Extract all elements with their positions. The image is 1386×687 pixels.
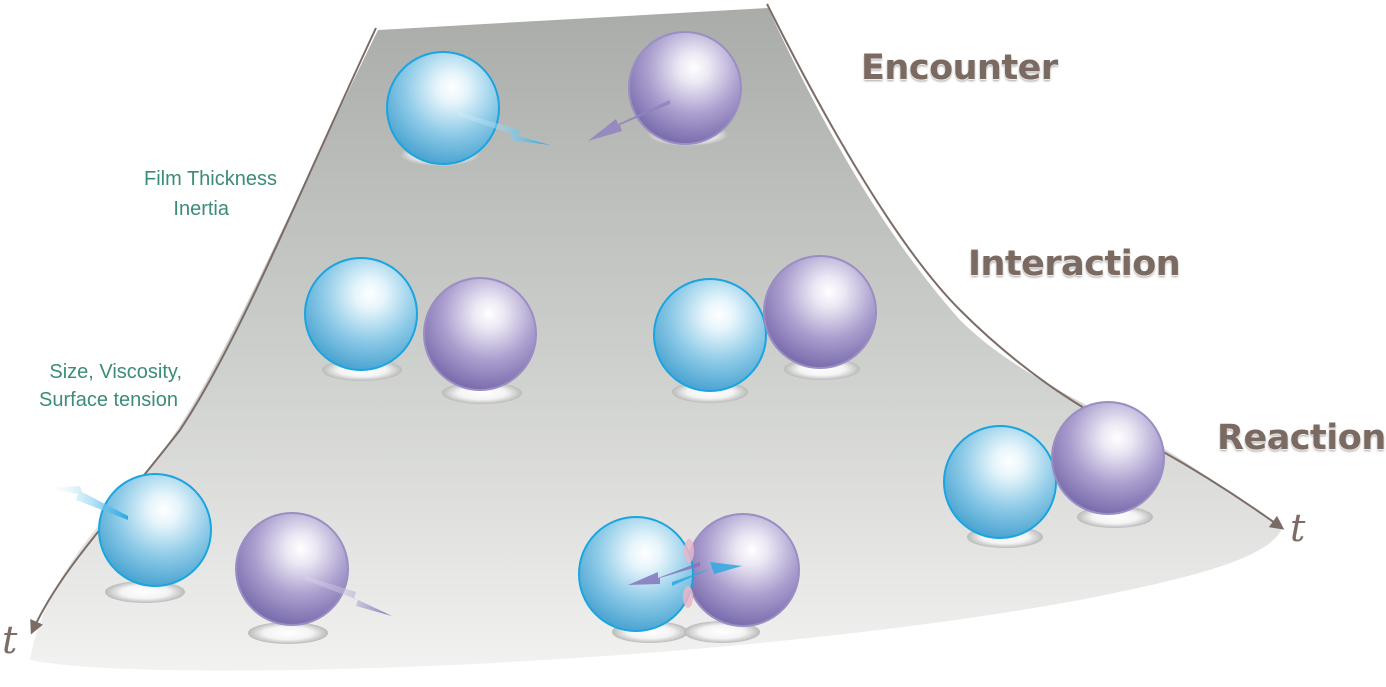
blue-droplet <box>943 425 1057 539</box>
droplet-shadow <box>105 581 185 603</box>
left-time-axis <box>30 27 377 635</box>
parameter-label-inertia: Inertia <box>173 198 229 220</box>
blue-droplet <box>653 278 767 392</box>
purple-droplet <box>763 255 877 369</box>
blue-droplet <box>386 51 500 165</box>
purple-droplet <box>235 512 349 626</box>
purple-droplet <box>1051 401 1165 515</box>
blue-droplet <box>304 257 418 371</box>
stage-label-encounter: Encounter <box>861 48 1058 88</box>
time-label-right: t <box>1290 506 1306 550</box>
parameter-label-size-viscosity: Size, Viscosity, <box>49 361 182 383</box>
contact-film <box>683 586 693 608</box>
purple-velocity-arrow <box>588 100 670 141</box>
stage-label-interaction: Interaction <box>968 244 1181 284</box>
blue-velocity-arrow <box>672 562 742 586</box>
purple-velocity-arrow <box>305 576 392 616</box>
right-time-axis <box>766 3 1285 530</box>
blue-droplet <box>98 473 212 587</box>
purple-velocity-arrow <box>628 562 700 585</box>
purple-droplet <box>628 31 742 145</box>
time-label-left: t <box>2 618 18 662</box>
blue-velocity-arrow <box>46 486 128 520</box>
parameter-label-surface-tension: Surface tension <box>39 389 178 411</box>
stage-label-reaction: Reaction <box>1217 418 1386 458</box>
blue-velocity-arrow <box>458 112 550 145</box>
blue-droplet <box>578 516 694 632</box>
purple-droplet <box>686 513 800 627</box>
droplet-shadow <box>248 622 328 644</box>
contact-film <box>684 539 694 563</box>
parameter-label-film-thickness: Film Thickness <box>144 168 277 190</box>
purple-droplet <box>423 277 537 391</box>
